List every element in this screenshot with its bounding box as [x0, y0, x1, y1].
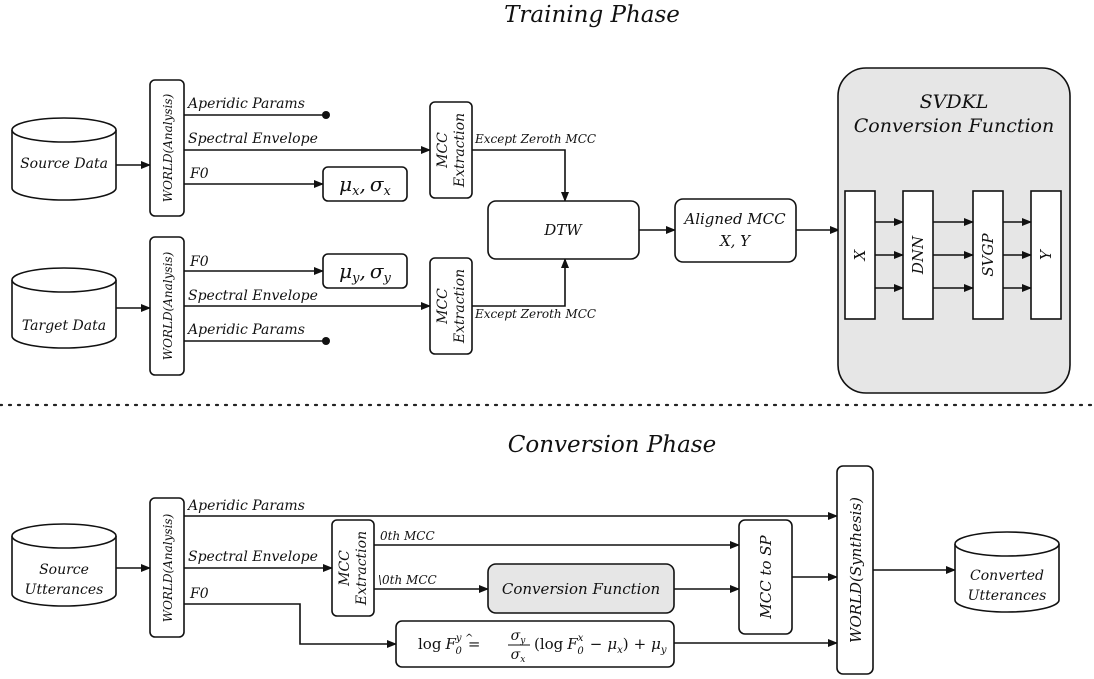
f0-label-top: F0 — [189, 166, 209, 182]
except-zeroth-label-top: Except Zeroth MCC — [474, 132, 596, 146]
mcc-label-conversion-2: Extraction — [354, 531, 370, 606]
svdkl-col-x — [844, 190, 876, 320]
source-data-label: Source Data — [20, 156, 108, 172]
mcc-extraction-box-bottom: MCC Extraction — [429, 257, 473, 355]
aperiodic-endpoint-bottom — [322, 337, 330, 345]
target-data-cylinder: Target Data — [11, 267, 117, 349]
f0-formula-den: σx — [511, 647, 526, 665]
svdkl-col-y-label: Y — [1037, 248, 1055, 260]
f0-label-bottom: F0 — [189, 254, 209, 270]
target-data-label: Target Data — [22, 318, 106, 334]
world-analysis-box-top: WORLD(Analysis) — [149, 79, 185, 217]
aperiodic-label-top: Aperidic Params — [186, 96, 305, 112]
f0-formula-num: σy — [511, 628, 527, 646]
world-synthesis-box: WORLD(Synthesis) — [836, 465, 874, 675]
training-phase-title: Training Phase — [504, 2, 680, 28]
arrow-mcc-top-to-dtw — [472, 149, 569, 202]
zeroth-mcc-label: 0th MCC — [380, 529, 435, 543]
stats-y-box: μy,σy — [322, 253, 408, 289]
spectral-label-bottom: Spectral Envelope — [188, 288, 318, 304]
aperiodic-label-bottom: Aperidic Params — [186, 322, 305, 338]
dtw-label: DTW — [543, 221, 583, 239]
world-analysis-box-conversion: WORLD(Analysis) — [149, 497, 185, 638]
conversion-phase-title: Conversion Phase — [508, 432, 716, 458]
world-analysis-label-top: WORLD(Analysis) — [161, 93, 175, 202]
dtw-box: DTW — [487, 200, 640, 260]
conversion-function-label: Conversion Function — [502, 580, 660, 598]
stats-x-text: μx,σx — [339, 172, 391, 199]
mcc-extraction-box-conversion: MCC Extraction — [331, 519, 375, 617]
spectral-label-top: Spectral Envelope — [188, 131, 318, 147]
mcc-label-conversion-1: MCC — [337, 550, 353, 587]
f0-label-conversion: F0 — [189, 586, 209, 602]
source-utterances-cylinder: Source Utterances — [11, 523, 117, 607]
svdkl-col-svgp — [972, 190, 1004, 320]
svdkl-col-y — [1030, 190, 1062, 320]
svdkl-title-2: Conversion Function — [854, 115, 1055, 137]
svdkl-col-svgp-label: SVGP — [979, 233, 997, 277]
svdkl-col-x-label: X — [851, 248, 869, 261]
aligned-mcc-label-2: X, Y — [719, 232, 752, 250]
mcc-to-sp-label: MCC to SP — [757, 534, 775, 619]
svdkl-container: SVDKL Conversion Function X DNN SVGP Y — [837, 67, 1071, 394]
mcc-extraction-box-top: MCC Extraction — [429, 101, 473, 199]
aligned-mcc-label-1: Aligned MCC — [682, 210, 786, 228]
converted-utterances-cylinder: Converted Utterances — [954, 531, 1060, 613]
arrow-mcc-bottom-to-dtw — [472, 258, 569, 307]
world-analysis-label-conversion: WORLD(Analysis) — [161, 513, 175, 622]
stats-x-box: μx,σx — [322, 166, 408, 202]
not-zeroth-mcc-label: \0th MCC — [378, 573, 437, 587]
aperiodic-endpoint-top — [322, 111, 330, 119]
mcc-label-bottom-2: Extraction — [452, 269, 468, 344]
world-analysis-box-bottom: WORLD(Analysis) — [149, 236, 185, 376]
f0-formula-hat: ^ — [465, 633, 473, 644]
aperiodic-label-conversion: Aperidic Params — [186, 498, 305, 514]
svdkl-title-1: SVDKL — [920, 91, 989, 113]
source-utterances-label-2: Utterances — [25, 582, 104, 598]
source-utterances-label-1: Source — [39, 562, 89, 578]
aligned-mcc-box: Aligned MCC X, Y — [674, 198, 797, 263]
world-analysis-label-bottom: WORLD(Analysis) — [161, 251, 175, 360]
conversion-function-box: Conversion Function — [487, 563, 675, 614]
source-data-cylinder: Source Data — [11, 117, 117, 201]
converted-utterances-label-1: Converted — [970, 568, 1044, 584]
stats-y-text: μy,σy — [339, 259, 391, 286]
mcc-label-bottom-1: MCC — [435, 288, 451, 325]
f0-arrow-conversion — [184, 603, 397, 648]
mcc-label-top-1: MCC — [435, 132, 451, 169]
converted-utterances-label-2: Utterances — [968, 588, 1047, 604]
svdkl-col-dnn-label: DNN — [909, 235, 927, 275]
mcc-label-top-2: Extraction — [452, 113, 468, 188]
mcc-to-sp-box: MCC to SP — [738, 519, 793, 635]
world-synthesis-label: WORLD(Synthesis) — [847, 497, 865, 643]
except-zeroth-label-bottom: Except Zeroth MCC — [474, 307, 596, 321]
spectral-label-conversion: Spectral Envelope — [188, 549, 318, 565]
